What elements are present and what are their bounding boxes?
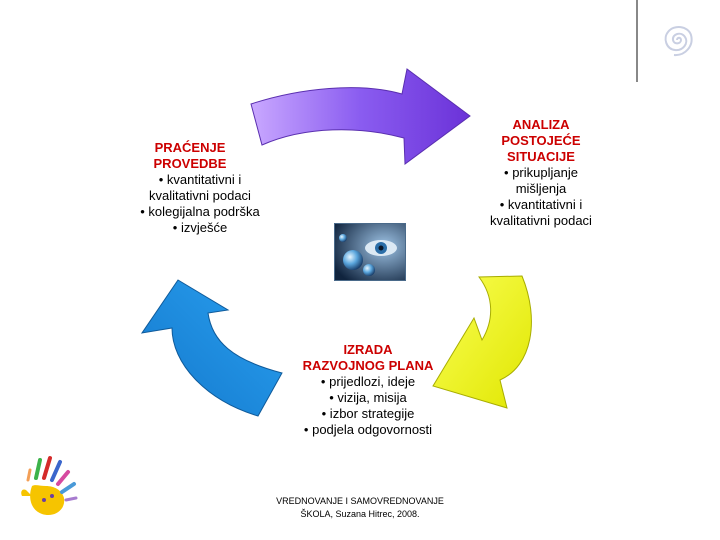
node-monitoring-item: • izvješće — [172, 220, 228, 235]
node-monitoring-item: kvalitativni podaci — [149, 188, 251, 203]
eye-globes-image — [334, 223, 406, 281]
colorful-handprint-logo — [21, 456, 78, 516]
node-analysis-title-3: SITUACIJE — [507, 149, 575, 164]
node-analysis: ANALIZA POSTOJEĆE SITUACIJE • prikupljan… — [482, 117, 600, 229]
node-plan-item: • podjela odgovornosti — [303, 422, 433, 437]
node-monitoring-item: • kolegijalna podrška — [140, 204, 260, 219]
node-analysis-title-2: POSTOJEĆE — [501, 133, 581, 148]
node-monitoring-title-1: PRAĆENJE — [154, 140, 226, 155]
footer-line-2: ŠKOLA, Suzana Hitrec, 2008. — [300, 509, 420, 519]
node-plan: IZRADA RAZVOJNOG PLANA • prijedlozi, ide… — [288, 342, 448, 438]
node-analysis-title-1: ANALIZA — [512, 117, 570, 132]
cycle-arrow-left — [140, 279, 283, 417]
node-plan-item: • izbor strategije — [321, 406, 415, 421]
node-monitoring-item: • kvantitativni i — [158, 172, 242, 187]
footer-caption: VREDNOVANJE I SAMOVREDNOVANJE ŠKOLA, Suz… — [255, 495, 465, 521]
node-plan-item: • prijedlozi, ideje — [320, 374, 416, 389]
node-analysis-item: mišljenja — [515, 181, 567, 196]
node-plan-item: • vizija, misija — [329, 390, 407, 405]
node-plan-title-2: RAZVOJNOG PLANA — [302, 358, 434, 373]
node-plan-title-1: IZRADA — [343, 342, 393, 357]
spiral-swirl-icon — [664, 26, 693, 57]
node-monitoring: PRAĆENJE PROVEDBE • kvantitativni i kval… — [120, 140, 280, 236]
node-analysis-item: kvalitativni podaci — [490, 213, 592, 228]
node-analysis-item: • prikupljanje — [504, 165, 578, 180]
corner-divider — [636, 0, 638, 82]
cycle-arrow-right — [432, 275, 532, 409]
footer-line-1: VREDNOVANJE I SAMOVREDNOVANJE — [276, 496, 444, 506]
node-monitoring-title-2: PROVEDBE — [153, 156, 227, 171]
cycle-arrow-top — [250, 68, 471, 165]
node-analysis-item: • kvantitativni i — [499, 197, 583, 212]
